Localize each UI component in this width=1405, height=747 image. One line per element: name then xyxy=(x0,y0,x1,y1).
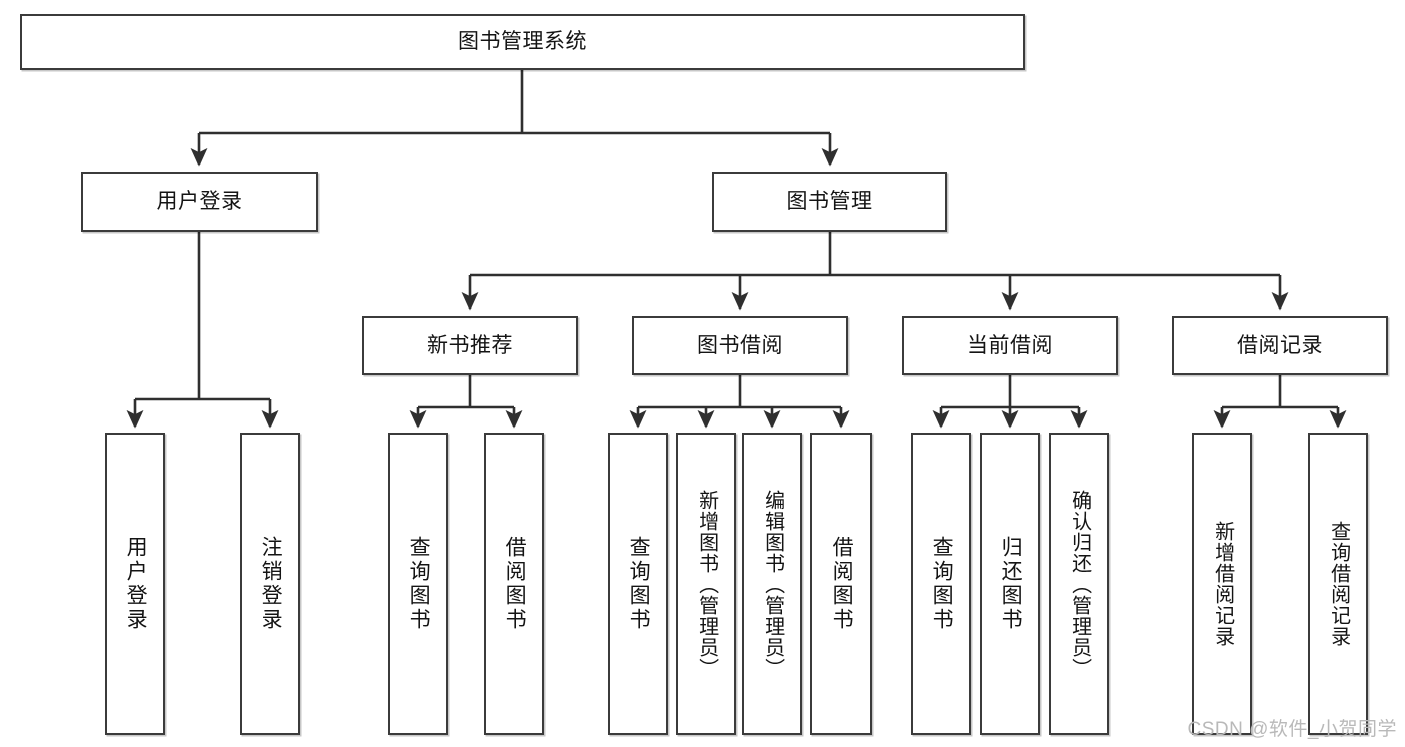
node-book-borrow-label: 图书借阅 xyxy=(697,333,783,357)
node-current-borrow[interactable]: 当前借阅 xyxy=(902,316,1118,375)
node-leaf-return-book[interactable]: 归还图书 xyxy=(980,433,1040,735)
node-leaf-add-book-label: 新增图书（管理员） xyxy=(695,489,718,679)
node-leaf-query-book-2-label: 查询图书 xyxy=(627,536,651,632)
node-current-borrow-label: 当前借阅 xyxy=(967,333,1053,357)
node-new-book-recommend-label: 新书推荐 xyxy=(427,333,513,357)
node-leaf-query-book-2[interactable]: 查询图书 xyxy=(608,433,668,735)
node-leaf-confirm-return[interactable]: 确认归还（管理员） xyxy=(1049,433,1109,735)
node-leaf-edit-book-label: 编辑图书（管理员） xyxy=(761,489,784,679)
node-leaf-borrow-book-1[interactable]: 借阅图书 xyxy=(484,433,544,735)
node-leaf-query-record-label: 查询借阅记录 xyxy=(1327,521,1350,647)
node-leaf-query-book-1[interactable]: 查询图书 xyxy=(388,433,448,735)
node-leaf-borrow-book-2[interactable]: 借阅图书 xyxy=(810,433,872,735)
node-leaf-user-login-label: 用户登录 xyxy=(124,536,148,632)
node-leaf-add-book[interactable]: 新增图书（管理员） xyxy=(676,433,736,735)
node-leaf-confirm-return-label: 确认归还（管理员） xyxy=(1068,489,1091,679)
node-leaf-query-book-3-label: 查询图书 xyxy=(930,536,954,632)
node-borrow-record-label: 借阅记录 xyxy=(1237,333,1323,357)
node-root[interactable]: 图书管理系统 xyxy=(20,14,1025,70)
node-leaf-user-logout-label: 注销登录 xyxy=(259,536,283,632)
node-leaf-borrow-book-2-label: 借阅图书 xyxy=(830,536,854,632)
csdn-watermark: CSDN @软件_小贺同学 xyxy=(1187,719,1397,740)
node-borrow-record[interactable]: 借阅记录 xyxy=(1172,316,1388,375)
node-leaf-add-record-label: 新增借阅记录 xyxy=(1211,521,1234,647)
node-leaf-query-book-1-label: 查询图书 xyxy=(407,536,431,632)
node-user-login[interactable]: 用户登录 xyxy=(81,172,318,232)
node-leaf-query-book-3[interactable]: 查询图书 xyxy=(911,433,971,735)
node-leaf-user-login[interactable]: 用户登录 xyxy=(105,433,165,735)
node-leaf-edit-book[interactable]: 编辑图书（管理员） xyxy=(742,433,802,735)
node-leaf-query-record[interactable]: 查询借阅记录 xyxy=(1308,433,1368,735)
node-root-label: 图书管理系统 xyxy=(458,30,587,54)
node-leaf-user-logout[interactable]: 注销登录 xyxy=(240,433,300,735)
node-user-login-label: 用户登录 xyxy=(156,190,243,214)
node-book-manage-label: 图书管理 xyxy=(786,190,873,214)
node-leaf-borrow-book-1-label: 借阅图书 xyxy=(503,536,527,632)
node-leaf-return-book-label: 归还图书 xyxy=(999,536,1023,632)
node-book-manage[interactable]: 图书管理 xyxy=(712,172,947,232)
node-leaf-add-record[interactable]: 新增借阅记录 xyxy=(1192,433,1252,735)
node-new-book-recommend[interactable]: 新书推荐 xyxy=(362,316,578,375)
node-book-borrow[interactable]: 图书借阅 xyxy=(632,316,848,375)
